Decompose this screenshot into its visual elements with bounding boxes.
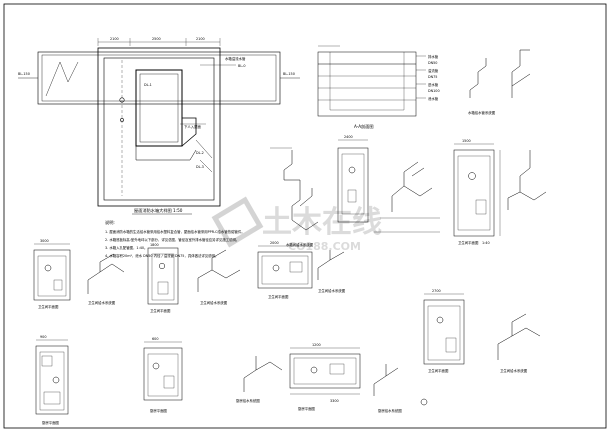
aa-label-2: 溢流管	[428, 68, 439, 73]
bottom-title-6: 卫生间平面图	[428, 368, 449, 373]
sheet-border	[3, 3, 607, 429]
notes-heading: 说明:	[105, 219, 115, 226]
top-right-plan-title: 卫生间平面图	[458, 240, 479, 245]
plan-label-dl3: DL-3	[196, 165, 204, 169]
bottom-title-3: 厨房给水系统图	[236, 398, 260, 403]
bottom-title-5: 厨房给水系统图	[378, 408, 402, 413]
mid-title-5: 卫生间平面图	[268, 294, 289, 299]
dim-label-1: 3000	[40, 239, 49, 243]
toilet-iso-2	[197, 249, 241, 292]
mid-title-6: 卫生间给水系统图	[318, 288, 346, 293]
toilet-iso-3	[317, 250, 345, 280]
dim-label-2: 1800	[150, 243, 159, 247]
plan-label-overflow: 水箱溢流水管	[225, 56, 246, 61]
kitchen-iso-2	[373, 364, 428, 406]
dim-label-10: 3300	[330, 399, 339, 403]
aa-label-4: 泄水管	[428, 96, 439, 101]
water-room-iso	[270, 147, 319, 231]
tank-supply-system	[469, 49, 531, 98]
notes-line-1: 1. 屋面消防水箱的生活给水管采用给水塑料复合管，屋面给水管采用PPR-C给水管…	[105, 229, 245, 234]
dim-label-4: 2400	[344, 135, 353, 139]
kitchen-plan-1	[35, 339, 69, 415]
plan-label-access: 下人入屋面	[184, 124, 202, 129]
dim-label-9: 2700	[432, 289, 441, 293]
roof-tank-plan-text: 2100 2500 2100 BL-150 BL-150 BL-0 水箱溢流水管…	[18, 37, 295, 214]
bottom-title-2: 厨房平面图	[150, 408, 168, 413]
notes-line-3: 3. 水箱入孔配管图，1:40。	[105, 245, 147, 250]
toilet-iso-right	[507, 150, 547, 210]
dim-label-5: 1500	[462, 139, 471, 143]
toilet-plan-2	[147, 247, 179, 305]
toilet-plan-top-right	[453, 143, 501, 237]
mid-title-2: 卫生间给水系统图	[88, 300, 116, 305]
mid-title-3: 卫生间平面图	[150, 308, 171, 313]
top-right-plan-scale: 1:40	[482, 241, 490, 245]
aa-label-1: 排水管	[428, 54, 439, 59]
plan-elev-1: BL-150	[18, 72, 30, 76]
roof-tank-plan	[18, 38, 300, 207]
plan-label-dl1: DL-1	[144, 83, 152, 87]
toilet-iso-bottom-right	[497, 313, 541, 360]
bottom-title-7: 卫生间给水系统图	[500, 368, 528, 373]
plan-elev-3: BL-0	[238, 64, 246, 68]
toilet-plan-1	[33, 243, 71, 301]
plan-label-dl2: DL-2	[196, 151, 204, 155]
plan-elev-2: BL-150	[283, 72, 295, 76]
plan-dim-1: 2100	[110, 37, 119, 41]
aa-title: A-A剖面图	[354, 123, 374, 130]
mid-title-4: 卫生间给水系统图	[200, 300, 228, 305]
dimension-labels: 3000 1800 2000 2400 1500 900 600 1200 27…	[40, 135, 471, 403]
section-aa	[317, 45, 426, 117]
toilet-plan-center	[337, 139, 369, 223]
plan-dim-2: 2500	[152, 37, 161, 41]
toilet-iso-1	[87, 253, 125, 294]
water-room-iso-title: 水箱间给水系统图	[286, 242, 314, 247]
aa-label-5: DN50	[428, 61, 437, 65]
section-aa-text: 排水管 溢流管 进水管 泄水管 DN50 DN75 DN100 A-A剖面图	[354, 54, 440, 130]
notes-line-2: 2. 水箱底板标高:室外地坪以下部分，详见总图，管径及室外排水管径应另详见施工说…	[105, 237, 239, 242]
aa-label-6: DN75	[428, 75, 437, 79]
aa-label-3: 进水管	[428, 82, 439, 87]
plan-title: 屋面消防水箱大样图 1:50	[134, 207, 183, 214]
dim-label-7: 600	[152, 337, 158, 341]
dim-label-8: 1200	[312, 343, 321, 347]
aa-label-7: DN100	[428, 89, 440, 93]
tank-system-title: 水箱给水管系统图	[468, 110, 496, 115]
watermark: 土木在线 CO188.COM	[211, 196, 382, 253]
bottom-title-4: 厨房平面图	[298, 406, 316, 411]
watermark-sub: CO188.COM	[288, 240, 361, 253]
kitchen-plan-3	[289, 347, 361, 395]
bottom-title-1: 厨房平面图	[42, 420, 60, 425]
design-notes: 说明: 1. 屋面消防水箱的生活给水管采用给水塑料复合管，屋面给水管采用PPR-…	[105, 219, 245, 258]
kitchen-iso-1	[243, 356, 283, 392]
plan-dim-3: 2100	[196, 37, 205, 41]
toilet-iso-center	[374, 161, 440, 233]
kitchen-plan-mid	[257, 245, 313, 289]
mid-title-1: 卫生间平面图	[38, 304, 59, 309]
notes-line-4: 4. 水箱容积20m³，泄水 DN50 内径 / 溢流管 DN75，具体做法详见…	[105, 253, 218, 258]
toilet-plan-bottom-right	[423, 293, 465, 365]
dim-label-3: 2000	[270, 241, 279, 245]
kitchen-plan-2	[143, 341, 183, 401]
watermark-main: 土木在线	[262, 205, 382, 240]
dim-label-6: 900	[40, 335, 46, 339]
